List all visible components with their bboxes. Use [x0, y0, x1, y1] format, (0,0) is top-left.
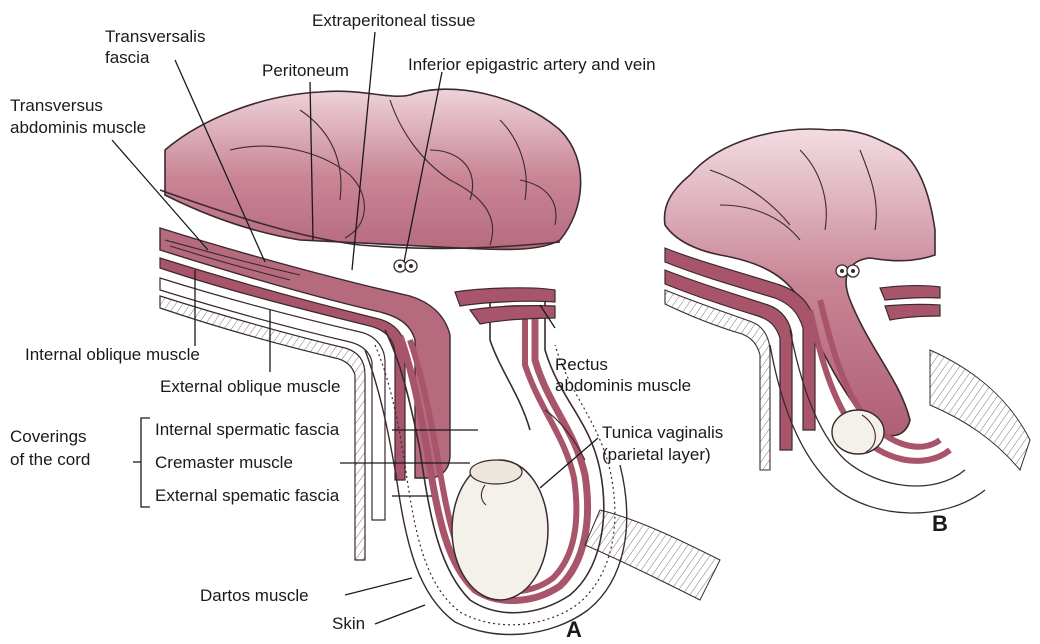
label-transversus-1: Transversus: [10, 96, 103, 115]
label-cremaster: Cremaster muscle: [155, 453, 293, 472]
label-internal-oblique: Internal oblique muscle: [25, 345, 200, 364]
label-external-spermatic: External spematic fascia: [155, 486, 340, 505]
label-dartos: Dartos muscle: [200, 586, 309, 605]
label-skin: Skin: [332, 614, 365, 633]
label-transversalis-fascia-2: fascia: [105, 48, 150, 67]
label-rectus-1: Rectus: [555, 355, 608, 374]
label-coverings-2: of the cord: [10, 450, 90, 469]
label-external-oblique: External oblique muscle: [160, 377, 340, 396]
label-extraperitoneal-tissue: Extraperitoneal tissue: [312, 11, 475, 30]
label-transversus-2: abdominis muscle: [10, 118, 146, 137]
label-inferior-epigastric: Inferior epigastric artery and vein: [408, 55, 656, 74]
panel-label-a: A: [566, 617, 582, 642]
label-internal-spermatic: Internal spermatic fascia: [155, 420, 340, 439]
intestine-b: [664, 129, 935, 436]
label-coverings-1: Coverings: [10, 427, 87, 446]
label-transversalis-fascia-1: Transversalis: [105, 27, 205, 46]
label-peritoneum: Peritoneum: [262, 61, 349, 80]
label-tunica-1: Tunica vaginalis: [602, 423, 723, 442]
testis-b: [832, 410, 884, 454]
label-tunica-2: (parietal layer): [602, 445, 711, 464]
panel-b-illustration: [664, 129, 1030, 513]
panel-a-illustration: [160, 89, 720, 634]
panel-label-b: B: [932, 511, 948, 536]
label-rectus-2: abdominis muscle: [555, 376, 691, 395]
intestine-a: [165, 89, 581, 249]
